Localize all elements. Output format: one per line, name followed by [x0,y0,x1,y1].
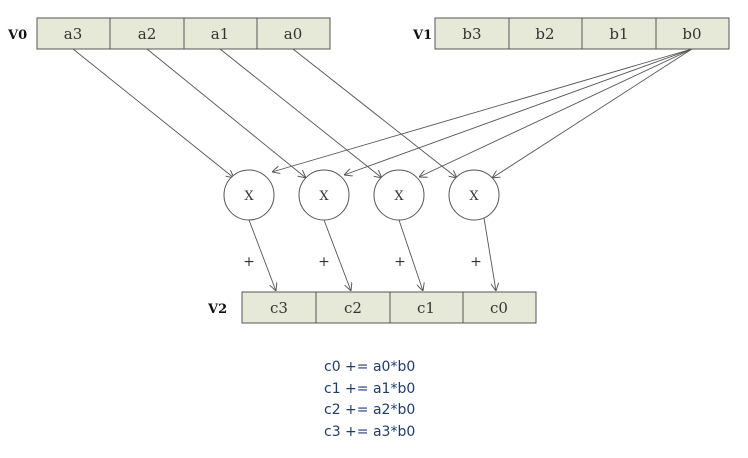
multiply-node [223,169,275,221]
arrow-a1-to-x1 [219,48,382,178]
v1-cell-b2 [508,17,583,50]
formula-line: c1 += a1*b0 [324,380,416,397]
plus-sign: + [470,254,482,270]
multiply-symbol: X [244,189,254,204]
v0-cell-a0 [256,17,331,50]
plus-signs: + + + + [243,254,482,270]
v0-cell-text: a2 [138,25,157,43]
v1-cell-b1 [581,17,657,50]
plus-sign: + [243,254,255,270]
v1-cell-text: b2 [535,25,554,43]
v0-cell-a1 [183,17,258,50]
v2-cell-text: c1 [417,299,435,317]
v1-cell-text: b1 [609,25,628,43]
v1-cell-text: b3 [462,25,481,43]
v1-cell-b0 [655,17,730,50]
arrow-x0-to-c0 [483,217,496,291]
multiply-symbol: X [469,189,479,204]
multiply-node [373,169,425,221]
formula-line: c2 += a2*b0 [324,402,416,418]
formula-line: c3 += a3*b0 [324,423,416,440]
formula-list: c0 += a0*b0 c1 += a1*b0 c2 += a2*b0 c3 +… [324,357,415,443]
arrow-b0-to-x2 [344,48,693,175]
v2-label: V2 [207,302,227,317]
plus-sign: + [394,254,406,270]
arrow-b0-to-x1 [419,48,693,177]
v0-label: V0 [7,28,27,43]
v1-register: b3 b2 b1 b0 [434,17,730,50]
multiply-node [298,169,350,221]
arrow-b0-to-x3 [272,48,693,172]
v2-cell-text: c2 [344,299,362,317]
v2-cell-c0 [462,291,537,324]
arrows [72,48,693,291]
v0-cell-text: a1 [211,25,230,43]
arrow-a0-to-x0 [292,48,457,178]
multiply-symbol: X [394,189,404,204]
arrow-x3-to-c3 [248,219,276,291]
v2-register: c3 c2 c1 c0 [241,291,537,324]
v1-label: V1 [412,28,432,43]
v0-cell-text: a3 [64,25,83,43]
arrow-a3-to-x3 [72,48,234,178]
v1-cell-text: b0 [682,25,701,43]
multiplier-nodes: X X X X [223,169,500,221]
multiply-node [448,169,500,221]
arrow-b0-to-x0 [492,48,693,178]
arrow-a2-to-x2 [146,48,306,178]
plus-sign: + [318,254,330,270]
v0-register: a3 a2 a1 a0 [36,17,331,50]
multiply-symbol: X [319,189,329,204]
v0-cell-text: a0 [284,25,303,43]
v2-cell-text: c3 [270,299,288,317]
v0-cell-a3 [36,17,111,50]
formula-line: c0 += a0*b0 [324,359,416,375]
arrow-x1-to-c1 [398,219,423,291]
v2-cell-text: c0 [490,299,508,317]
v1-cell-b3 [434,17,510,50]
v2-cell-c3 [241,291,317,324]
arrow-x2-to-c2 [323,219,351,291]
